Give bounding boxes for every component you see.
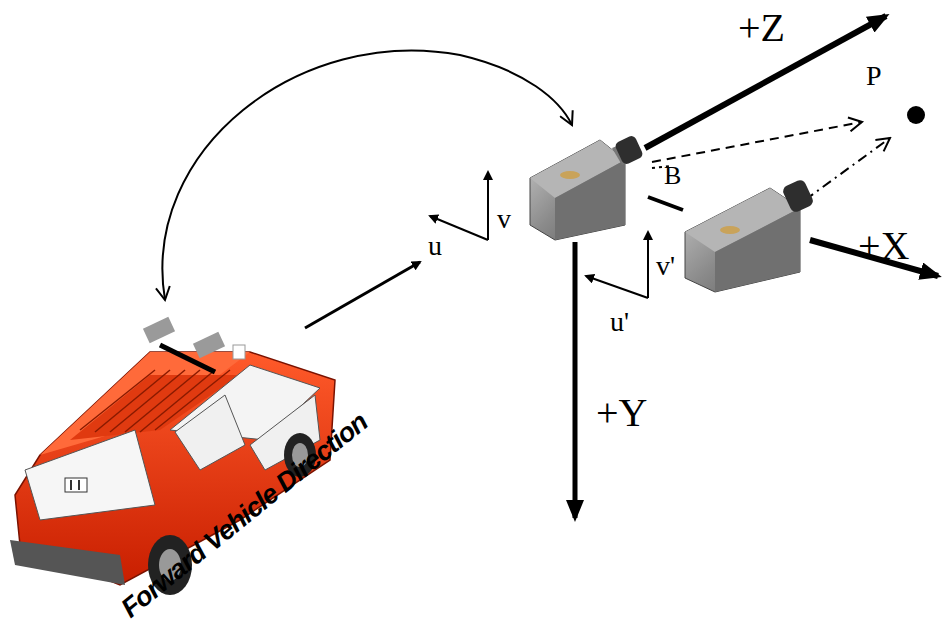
image-axis-label: u (428, 232, 442, 260)
axis-label: +Z (738, 8, 785, 48)
link-arc (162, 51, 572, 300)
baseline-label: B (664, 163, 681, 189)
camera-left (530, 134, 644, 240)
axis-label: +X (858, 226, 909, 266)
ray-left (652, 122, 862, 162)
axis-label: +Y (596, 393, 647, 433)
u-prime-axis (586, 276, 648, 298)
car (10, 317, 335, 595)
camera-right (685, 178, 815, 292)
y-axis (573, 242, 578, 518)
v-axis (487, 172, 489, 240)
image-axis-label: u' (610, 308, 629, 336)
baseline (648, 197, 683, 210)
zoom-arrow (305, 262, 420, 328)
v-prime-axis (647, 232, 649, 298)
point-label: P (866, 62, 882, 90)
point-p (907, 106, 925, 124)
ray-right (805, 138, 890, 200)
image-axis-label: v (497, 205, 511, 233)
image-axis-label: v' (656, 252, 675, 280)
